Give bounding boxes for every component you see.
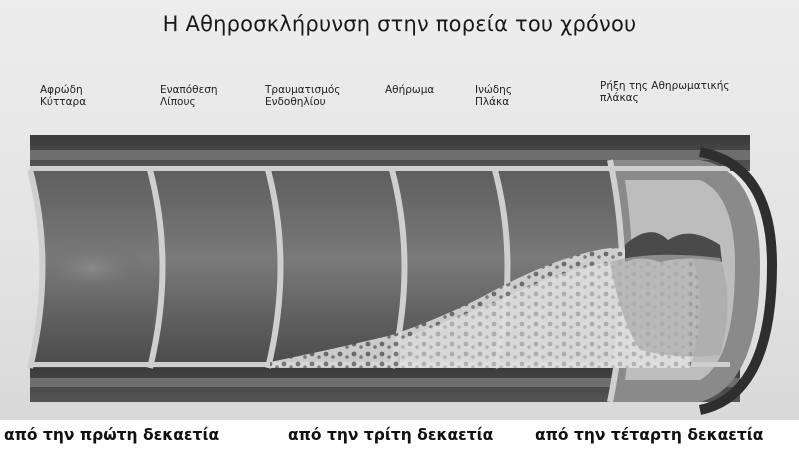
caption-third-decade: από την τρίτη δεκαετία — [288, 426, 493, 444]
caption-first-decade: από την πρώτη δεκαετία — [4, 426, 219, 444]
artery-illustration — [0, 0, 799, 420]
caption-fourth-decade: από την τέταρτη δεκαετία — [535, 426, 763, 444]
decade-captions: από την πρώτη δεκαετία από την τρίτη δεκ… — [0, 426, 799, 450]
atherosclerosis-figure: Η Αθηροσκλήρυνση στην πορεία του χρόνου … — [0, 0, 799, 420]
segment-2 — [150, 170, 281, 368]
